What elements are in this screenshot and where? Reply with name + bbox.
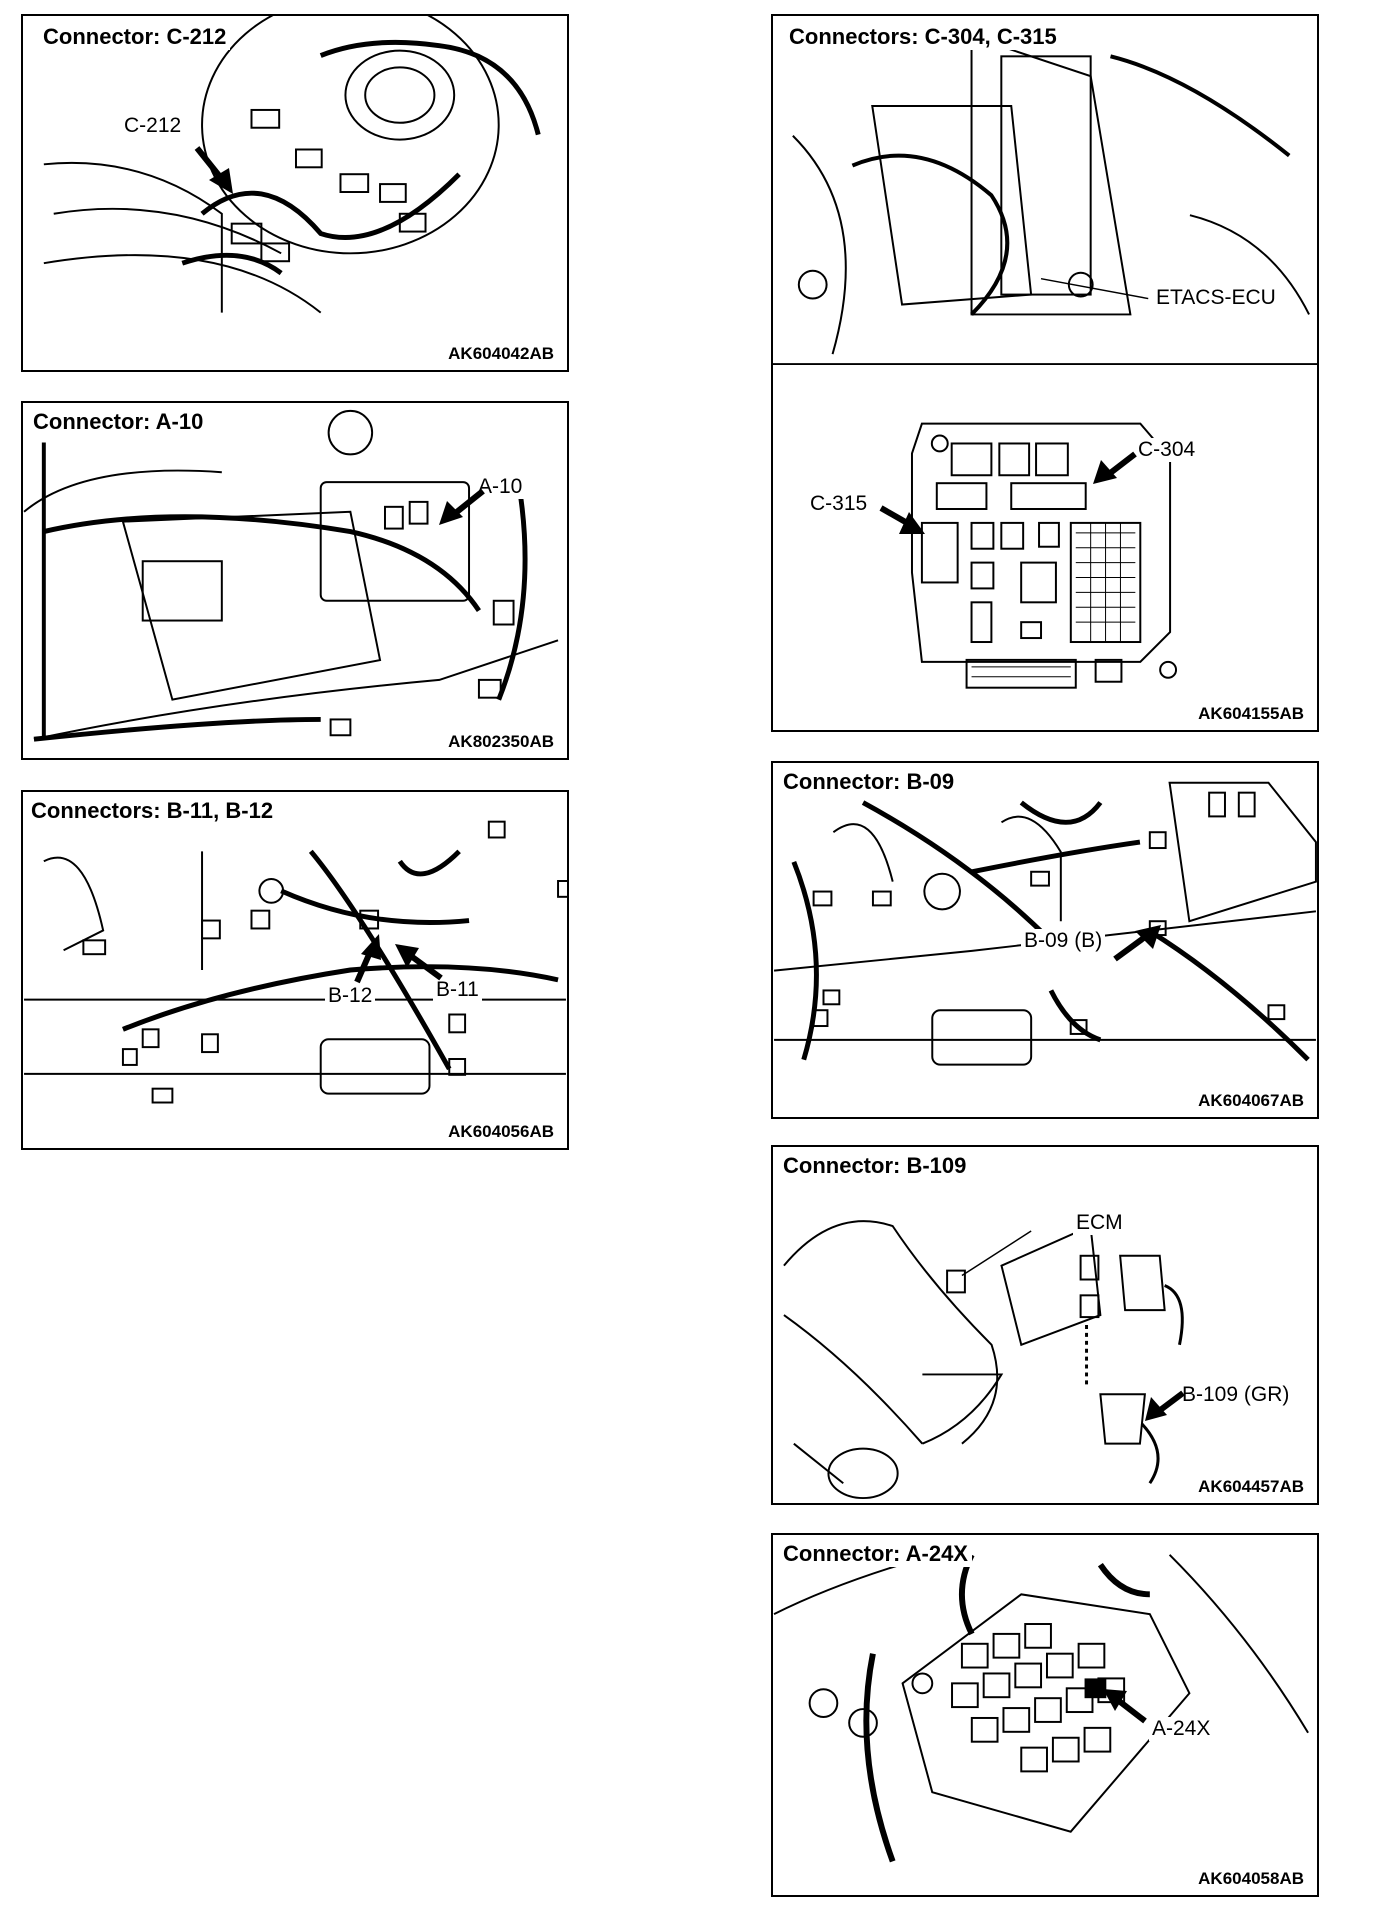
figure-code: AK604042AB bbox=[445, 344, 557, 364]
arrow-icon bbox=[354, 934, 381, 984]
panel-title: Connector: B-09 bbox=[779, 769, 959, 795]
panel-title: Connector: A-10 bbox=[29, 409, 208, 435]
figure-code: AK604457AB bbox=[1195, 1477, 1307, 1497]
panel-title: Connector: B-109 bbox=[779, 1153, 971, 1179]
panel-connector-a10: Connector: A-10 A-10 AK802350AB bbox=[21, 401, 569, 760]
callout-c304: C-304 bbox=[1135, 438, 1199, 462]
figure-code: AK604155AB bbox=[1195, 704, 1307, 724]
arrow-icon bbox=[1113, 925, 1161, 962]
arrow-icon bbox=[879, 505, 925, 534]
a10-drawing bbox=[23, 409, 559, 742]
callout-a10: A-10 bbox=[475, 475, 526, 499]
b109-drawing bbox=[783, 1220, 1184, 1500]
arrow-icon bbox=[439, 488, 485, 525]
callout-b109: B-109 (GR) bbox=[1179, 1383, 1293, 1407]
panel-title: Connectors: C-304, C-315 bbox=[785, 24, 1061, 50]
figure-code: AK604058AB bbox=[1195, 1869, 1307, 1889]
arrow-icon bbox=[194, 146, 233, 194]
arrow-icon bbox=[395, 944, 443, 981]
arrow-icon bbox=[1103, 1689, 1147, 1724]
b11-b12-drawing bbox=[24, 820, 567, 1104]
panel-connectors-b11-b12: Connectors: B-11, B-12 B-12 B-11 AK60405… bbox=[21, 790, 569, 1150]
c212-drawing bbox=[43, 16, 541, 314]
figure-code: AK604067AB bbox=[1195, 1091, 1307, 1111]
b09-drawing bbox=[773, 781, 1317, 1066]
panel-connectors-c304-c315: Connectors: C-304, C-315 ETACS-ECU C-304… bbox=[771, 14, 1319, 732]
panel-title: Connector: A-24X bbox=[779, 1541, 972, 1567]
callout-b12: B-12 bbox=[325, 984, 376, 1008]
figure-code: AK604056AB bbox=[445, 1122, 557, 1142]
panel-connector-c212: Connector: C-212 C-212 AK604042AB bbox=[21, 14, 569, 372]
panel-connector-a24x: Connector: A-24X A-24X AK604058AB bbox=[771, 1533, 1319, 1897]
panel-title: Connectors: B-11, B-12 bbox=[27, 798, 278, 824]
arrow-icon bbox=[1145, 1390, 1185, 1421]
panel-title: Connector: C-212 bbox=[39, 24, 231, 50]
figure-code: AK802350AB bbox=[445, 732, 557, 752]
callout-b09: B-09 (B) bbox=[1021, 929, 1106, 953]
panel-connector-b109: Connector: B-109 ECM B-109 (GR) AK604457… bbox=[771, 1145, 1319, 1505]
a24x-drawing bbox=[773, 1543, 1309, 1863]
callout-c315: C-315 bbox=[807, 492, 871, 516]
arrow-icon bbox=[1093, 451, 1137, 484]
callout-ecm: ECM bbox=[1073, 1211, 1126, 1235]
callout-etacs-ecu: ETACS-ECU bbox=[1153, 286, 1279, 310]
callout-a24x: A-24X bbox=[1149, 1717, 1214, 1741]
callout-b11: B-11 bbox=[433, 978, 482, 1002]
callout-c212: C-212 bbox=[121, 114, 185, 138]
c304-c315-drawing bbox=[773, 35, 1317, 689]
panel-connector-b09: Connector: B-09 B-09 (B) AK604067AB bbox=[771, 761, 1319, 1119]
